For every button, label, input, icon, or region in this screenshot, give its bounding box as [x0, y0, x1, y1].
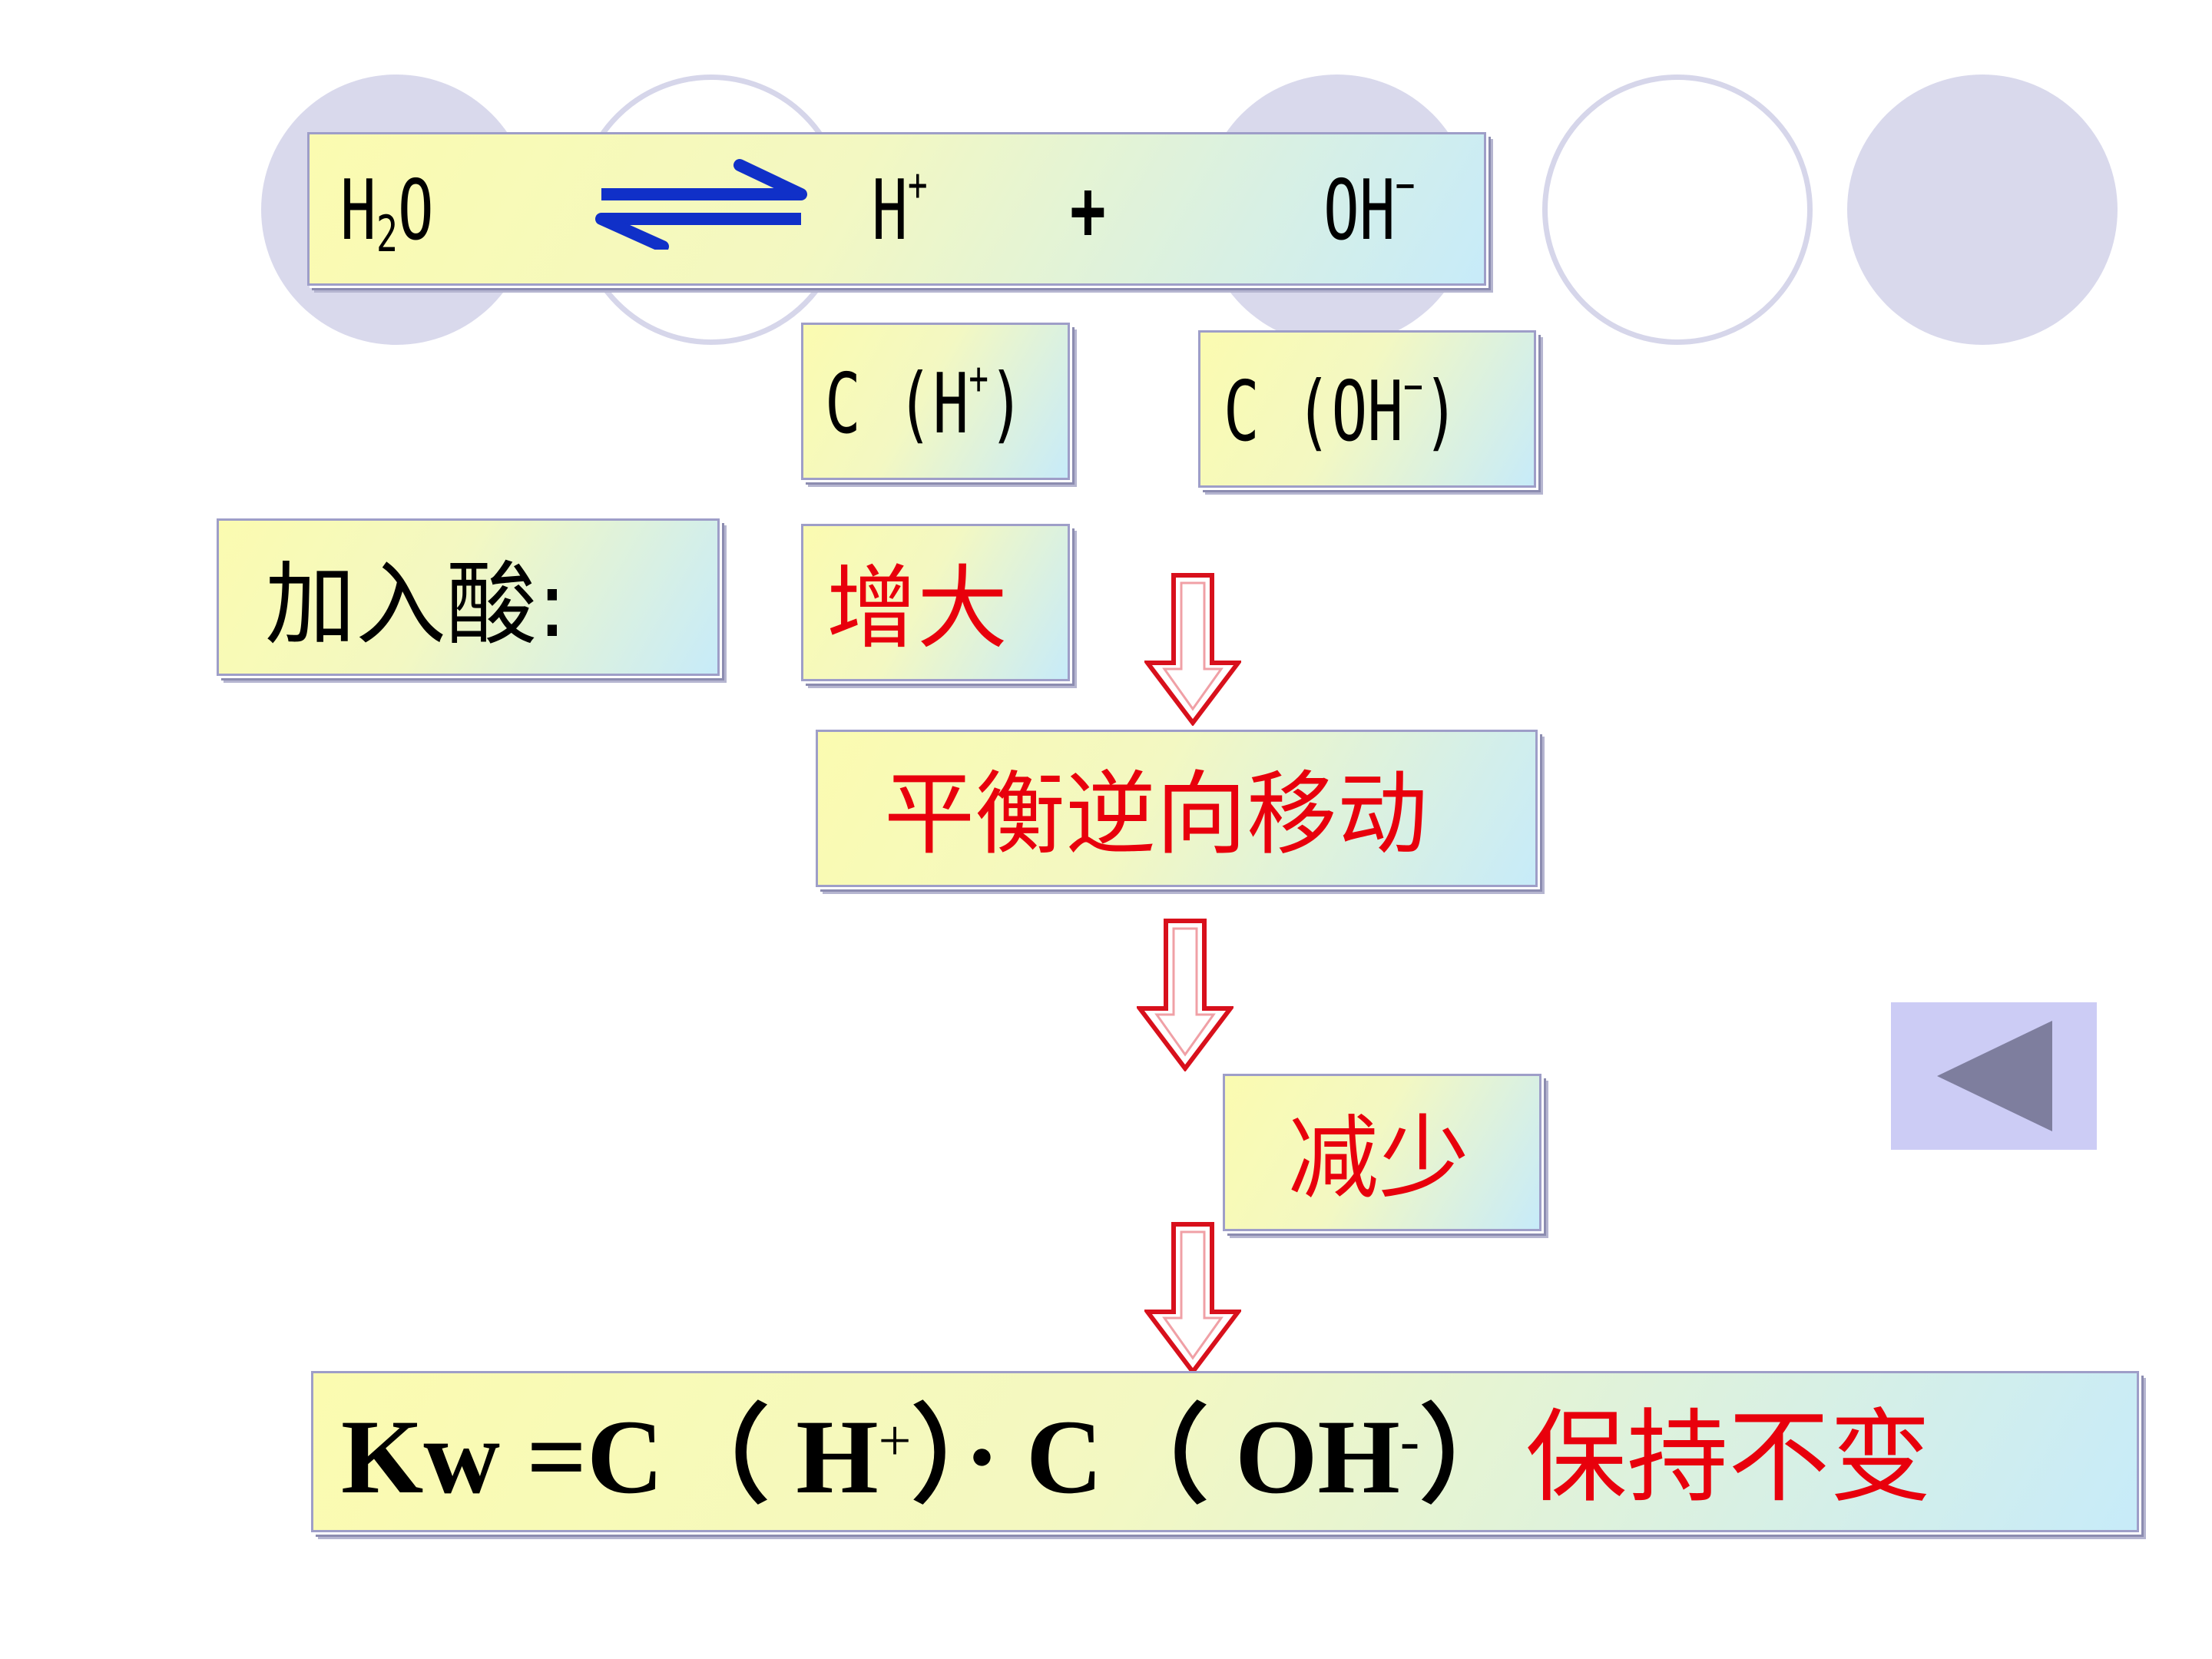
reactant-subscript: 2: [376, 206, 398, 264]
add-acid-box: 加入酸:: [217, 518, 720, 676]
add-acid-label: 加入酸:: [265, 551, 568, 657]
down-arrow-icon: [1144, 1222, 1241, 1375]
conc-oh-text: C (OH−): [1224, 364, 1459, 454]
reactant-h: H: [340, 163, 376, 259]
product-oh: OH: [1323, 163, 1396, 259]
conc-h-box: C (H+): [801, 323, 1070, 480]
back-button[interactable]: [1891, 1002, 2097, 1150]
conc-oh-charge: −: [1403, 360, 1423, 414]
kw-close: ）: [1419, 1398, 1526, 1515]
decor-circle-4: [1542, 75, 1813, 345]
decrease-box: 减少: [1223, 1074, 1541, 1231]
equation-box: H2O H+ + OH−: [307, 132, 1486, 286]
reactant-o: O: [397, 163, 434, 259]
back-triangle-icon: [1937, 1021, 2052, 1131]
kw-constant: 保持不变: [1525, 1399, 1932, 1517]
decor-circle-5: [1847, 75, 2118, 345]
equilibrium-arrow-icon: [595, 159, 807, 250]
increase-box: 增大: [801, 524, 1070, 681]
shift-box: 平衡逆向移动: [816, 730, 1538, 887]
plus-sign: +: [1070, 163, 1106, 259]
product-oh-charge: −: [1395, 159, 1416, 213]
down-arrow-icon: [1137, 919, 1233, 1071]
product-oh-minus: OH−: [1323, 163, 1415, 253]
kw-box: Kw =C（ H+）· C（ OH-）保持不变: [311, 1371, 2139, 1532]
product-h: H: [872, 163, 908, 259]
kw-expression: Kw =C（ H+）· C（ OH-）保持不变: [341, 1404, 1931, 1510]
kw-lhs: Kw =C（ H: [341, 1398, 879, 1515]
conc-h-charge: +: [969, 353, 989, 406]
conc-h-text: C (H+): [825, 356, 1025, 446]
increase-label: 增大: [826, 555, 1008, 661]
conc-oh-box: C (OH−): [1198, 330, 1536, 488]
conc-oh-prefix: C (OH: [1224, 364, 1404, 460]
product-h-charge: +: [907, 159, 928, 213]
kw-oh-charge: -: [1399, 1409, 1420, 1474]
kw-mid: ）· C（ OH: [911, 1398, 1400, 1515]
product-h-plus: H+: [872, 163, 928, 253]
decrease-label: 减少: [1288, 1105, 1470, 1211]
kw-h-charge: +: [878, 1409, 912, 1474]
conc-h-prefix: C (H: [825, 356, 969, 452]
shift-label: 平衡逆向移动: [884, 761, 1429, 867]
conc-h-suffix: ): [988, 356, 1025, 452]
down-arrow-icon: [1144, 573, 1241, 726]
conc-oh-suffix: ): [1422, 364, 1459, 460]
reactant-h2o: H2O: [340, 170, 434, 260]
